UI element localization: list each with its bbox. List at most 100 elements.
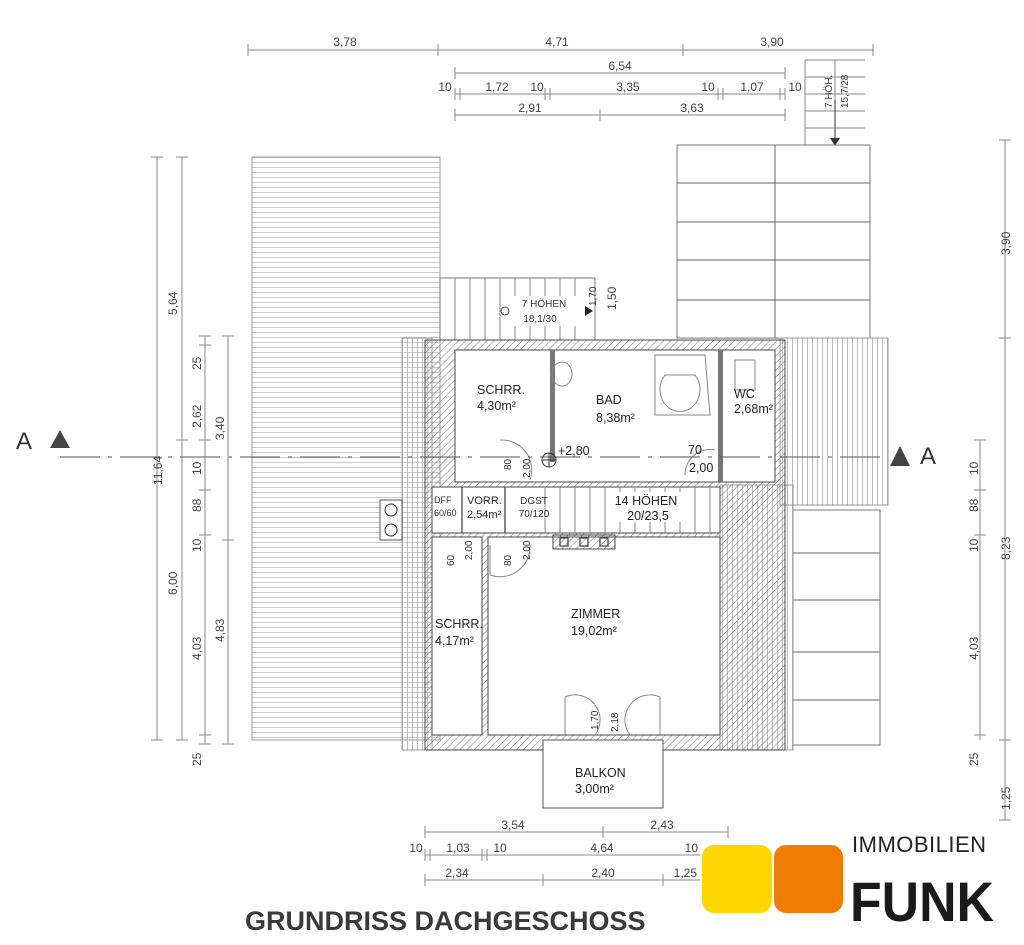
dim-label: 6,54 [608, 59, 632, 73]
logo-text-top: IMMOBILIEN [852, 832, 987, 857]
room-name: SCHRR. [435, 617, 483, 631]
dim-label: 3,63 [680, 101, 704, 115]
building-walls [379, 339, 786, 751]
stair-steps: 14 HÖHEN [615, 494, 678, 508]
door-height: 2,00 [464, 540, 475, 560]
right-dimensions: 3,90 8,23 1,25 10 88 10 4,03 25 [967, 139, 1013, 821]
room-name: BALKON [575, 766, 626, 780]
dim-label: 10 [701, 80, 715, 94]
dim-label: 2,91 [518, 101, 542, 115]
dim-label: 3,35 [616, 80, 640, 94]
dim-label: 2,43 [650, 818, 674, 832]
dim-label: 4,03 [190, 636, 204, 660]
bottom-dimensions: 3,54 2,43 10 1,03 10 4,64 10 2,34 2,40 1… [409, 818, 729, 886]
stair-ratio: 15,7/28 [840, 74, 851, 108]
room-labels: SCHRR. 4,30m² BAD 8,38m² WC 2,68m² DFF 6… [434, 383, 773, 796]
dim-label: 10 [190, 461, 204, 475]
dim-label: 88 [967, 498, 981, 512]
room-area: 2,54m² [467, 509, 502, 521]
dim-label: 1,72 [485, 80, 509, 94]
room-area: 8,38m² [596, 411, 635, 425]
logo-text-main: FUNK [850, 870, 994, 933]
balkon [542, 739, 664, 809]
stair-steps: 7 HÖHEN [522, 298, 566, 310]
dim-label: 4,03 [967, 636, 981, 660]
room-size: 60/60 [434, 508, 457, 518]
dim-label: 10 [190, 538, 204, 552]
dim-label: 10 [967, 538, 981, 552]
dim-label: 25 [967, 752, 981, 766]
chimney-vent [379, 499, 403, 541]
dim-label: 25 [190, 356, 204, 370]
dim-label: 2,34 [445, 866, 469, 880]
dim-label: 1,70 [588, 286, 599, 306]
roof-right-lower [792, 509, 881, 746]
room-name: BAD [596, 393, 622, 407]
left-dimensions: 11,64 5,64 6,00 25 2,62 10 88 10 4,03 25… [151, 156, 234, 766]
door-width: 80 [503, 458, 514, 470]
dim-label: 10 [967, 461, 981, 475]
dim-label: 2,40 [591, 866, 615, 880]
dim-label: 10 [409, 841, 423, 855]
stair-top-right: 7 HÖH. 15,7/28 [804, 59, 865, 146]
dim-label: 3,54 [501, 818, 525, 832]
stair-ratio: 18,1/30 [523, 314, 557, 325]
door-height: 2,00 [522, 540, 533, 560]
section-mark-left: A [16, 428, 32, 455]
dim-label: 4,71 [545, 35, 569, 49]
door-width: 60 [446, 554, 457, 566]
dim-label: 1,25 [674, 866, 698, 880]
door-width: 1,70 [590, 710, 601, 730]
door-height: 2,00 [689, 461, 713, 475]
logo-yellow-square [702, 845, 772, 913]
room-name: DGST [520, 496, 548, 507]
stair-upper: 7 HÖHEN 18,1/30 1,70 1,50 [439, 277, 619, 341]
dim-label: 10 [493, 841, 507, 855]
logo: IMMOBILIEN FUNK [702, 832, 994, 933]
dim-label: 3,40 [213, 416, 227, 440]
top-dimensions: 3,78 4,71 3,90 6,54 10 1,72 10 3,35 10 1… [247, 35, 874, 121]
stair-steps: 7 HÖH. [823, 75, 835, 108]
dim-label: 1,25 [999, 786, 1013, 810]
elevation-label: +2,80 [558, 444, 590, 458]
dim-label: 1,50 [605, 286, 619, 310]
plan-title: GRUNDRISS DACHGESCHOSS [245, 906, 646, 936]
room-area: 2,68m² [734, 402, 773, 416]
room-name: WC [734, 387, 755, 401]
dim-label: 4,83 [213, 618, 227, 642]
room-area: 4,30m² [477, 399, 516, 413]
logo-orange-square [774, 845, 843, 913]
dim-label: 1,03 [446, 841, 470, 855]
roof-strip-right [779, 337, 889, 506]
dim-label: 8,23 [999, 536, 1013, 560]
dim-label: 10 [788, 80, 802, 94]
dim-label: 25 [190, 752, 204, 766]
room-name: SCHRR. [477, 383, 525, 397]
dim-label: 10 [438, 80, 452, 94]
dim-label: 10 [685, 841, 699, 855]
dim-label: 88 [190, 498, 204, 512]
dim-label: 3,90 [760, 35, 784, 49]
roof-right-upper [676, 144, 871, 339]
section-line: A A [16, 428, 936, 470]
stair-ratio: 20/23,5 [627, 509, 669, 523]
room-area: 3,00m² [575, 782, 614, 796]
dim-label: 3,90 [999, 231, 1013, 255]
door-dimensions: 80 2,00 70 2,00 60 2,00 80 2,00 1,70 2,1… [446, 443, 713, 732]
dim-label: 10 [530, 80, 544, 94]
door-height: 2,00 [522, 458, 533, 478]
room-size: 70/120 [519, 509, 550, 520]
dim-label: 2,62 [190, 404, 204, 428]
dim-label: 4,64 [590, 841, 614, 855]
dim-label: 6,00 [166, 571, 180, 595]
door-width: 70 [688, 443, 702, 457]
door-height: 2,18 [610, 712, 621, 732]
dim-label: 5,64 [166, 291, 180, 315]
room-name: DFF [434, 495, 452, 505]
door-width: 80 [503, 554, 514, 566]
dim-label: 1,07 [740, 80, 764, 94]
room-area: 4,17m² [435, 634, 474, 648]
dim-label: 3,78 [333, 35, 357, 49]
room-area: 19,02m² [571, 624, 617, 638]
